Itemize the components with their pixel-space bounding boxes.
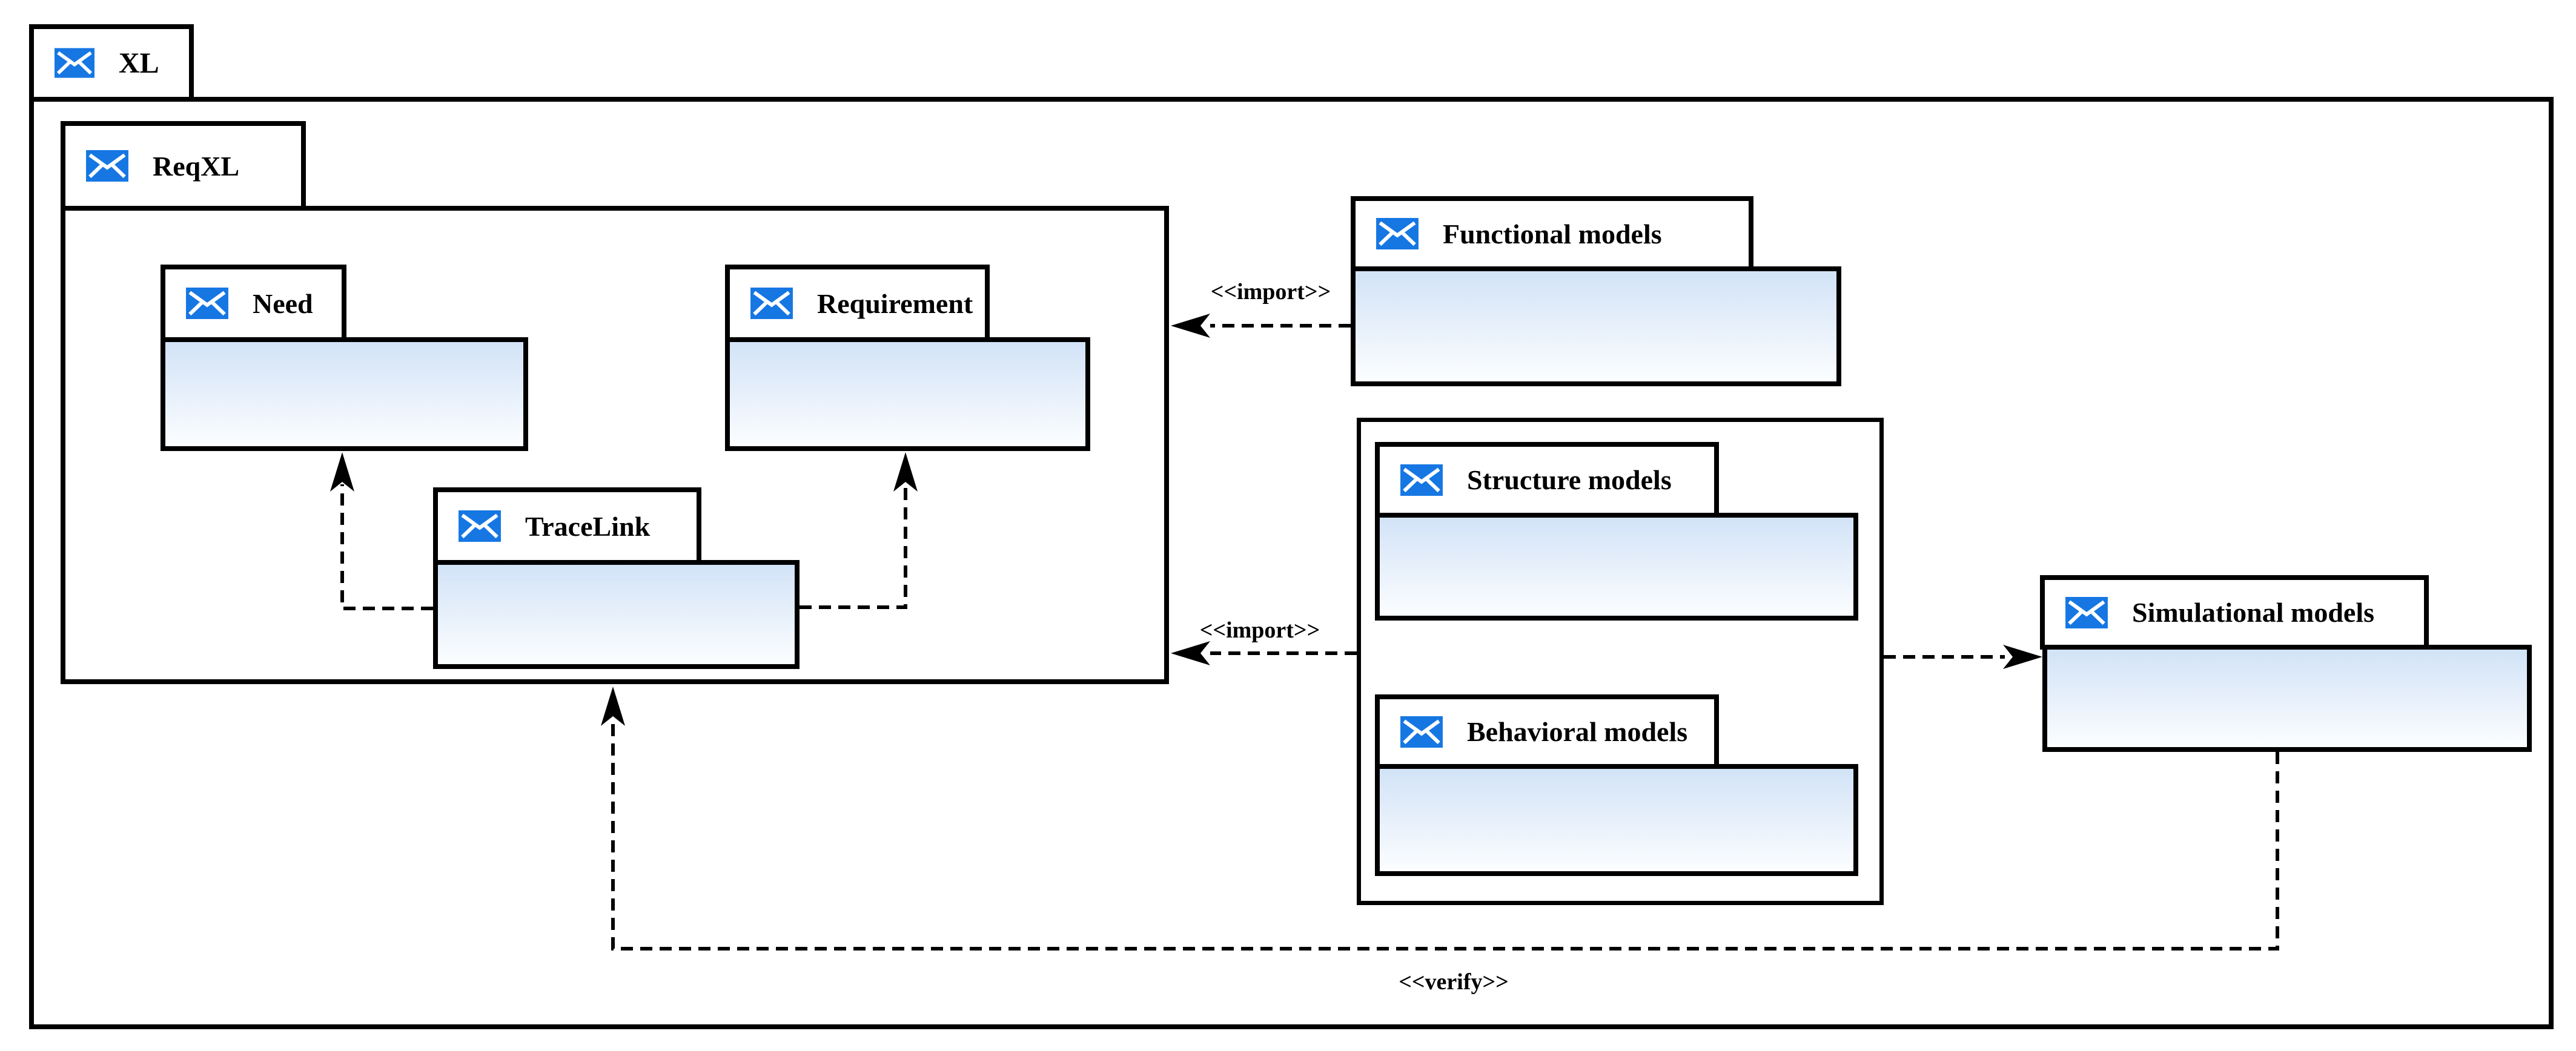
package-structure-models-tab[interactable]: Structure models: [1375, 442, 1719, 518]
package-functional-models-label: Functional models: [1443, 218, 1662, 249]
envelope-icon: [55, 48, 94, 78]
package-requirement-tab[interactable]: Requirement: [725, 265, 990, 342]
import-mid-label: <<import>>: [1199, 618, 1320, 643]
package-reqxl-tab[interactable]: ReqXL: [61, 121, 306, 211]
envelope-icon: [1376, 218, 1419, 249]
package-requirement-label: Requirement: [817, 288, 973, 319]
package-tracelink-tab[interactable]: TraceLink: [433, 487, 701, 565]
envelope-icon: [1400, 716, 1443, 748]
package-tracelink-label: TraceLink: [525, 510, 651, 542]
package-tracelink-body: [433, 560, 800, 669]
package-behavioral-models-body: [1375, 764, 1858, 876]
package-simulational-models-label: Simulational models: [2132, 597, 2375, 628]
envelope-icon: [86, 150, 128, 182]
package-structure-models-body: [1375, 513, 1858, 621]
package-xl-tab[interactable]: XL: [29, 24, 194, 102]
package-behavioral-models-tab[interactable]: Behavioral models: [1375, 694, 1719, 769]
package-xl-label: XL: [119, 47, 159, 79]
envelope-icon: [750, 288, 793, 319]
package-requirement-body: [725, 337, 1090, 451]
envelope-icon: [2065, 596, 2108, 628]
verify-label: <<verify>>: [1399, 969, 1509, 995]
package-structure-models-label: Structure models: [1467, 464, 1672, 495]
package-need-tab[interactable]: Need: [161, 265, 346, 342]
import-top-label: <<import>>: [1210, 279, 1331, 305]
package-simulational-models-tab[interactable]: Simulational models: [2040, 575, 2429, 650]
package-need-body: [161, 337, 528, 451]
package-simulational-models-body: [2042, 645, 2532, 752]
package-behavioral-models-label: Behavioral models: [1467, 716, 1688, 747]
envelope-icon: [186, 288, 228, 319]
package-functional-models-tab[interactable]: Functional models: [1351, 196, 1753, 271]
envelope-icon: [459, 510, 501, 542]
envelope-icon: [1400, 464, 1443, 496]
package-reqxl-label: ReqXL: [153, 150, 240, 182]
package-functional-models-body: [1351, 266, 1841, 386]
package-need-label: Need: [253, 288, 313, 319]
